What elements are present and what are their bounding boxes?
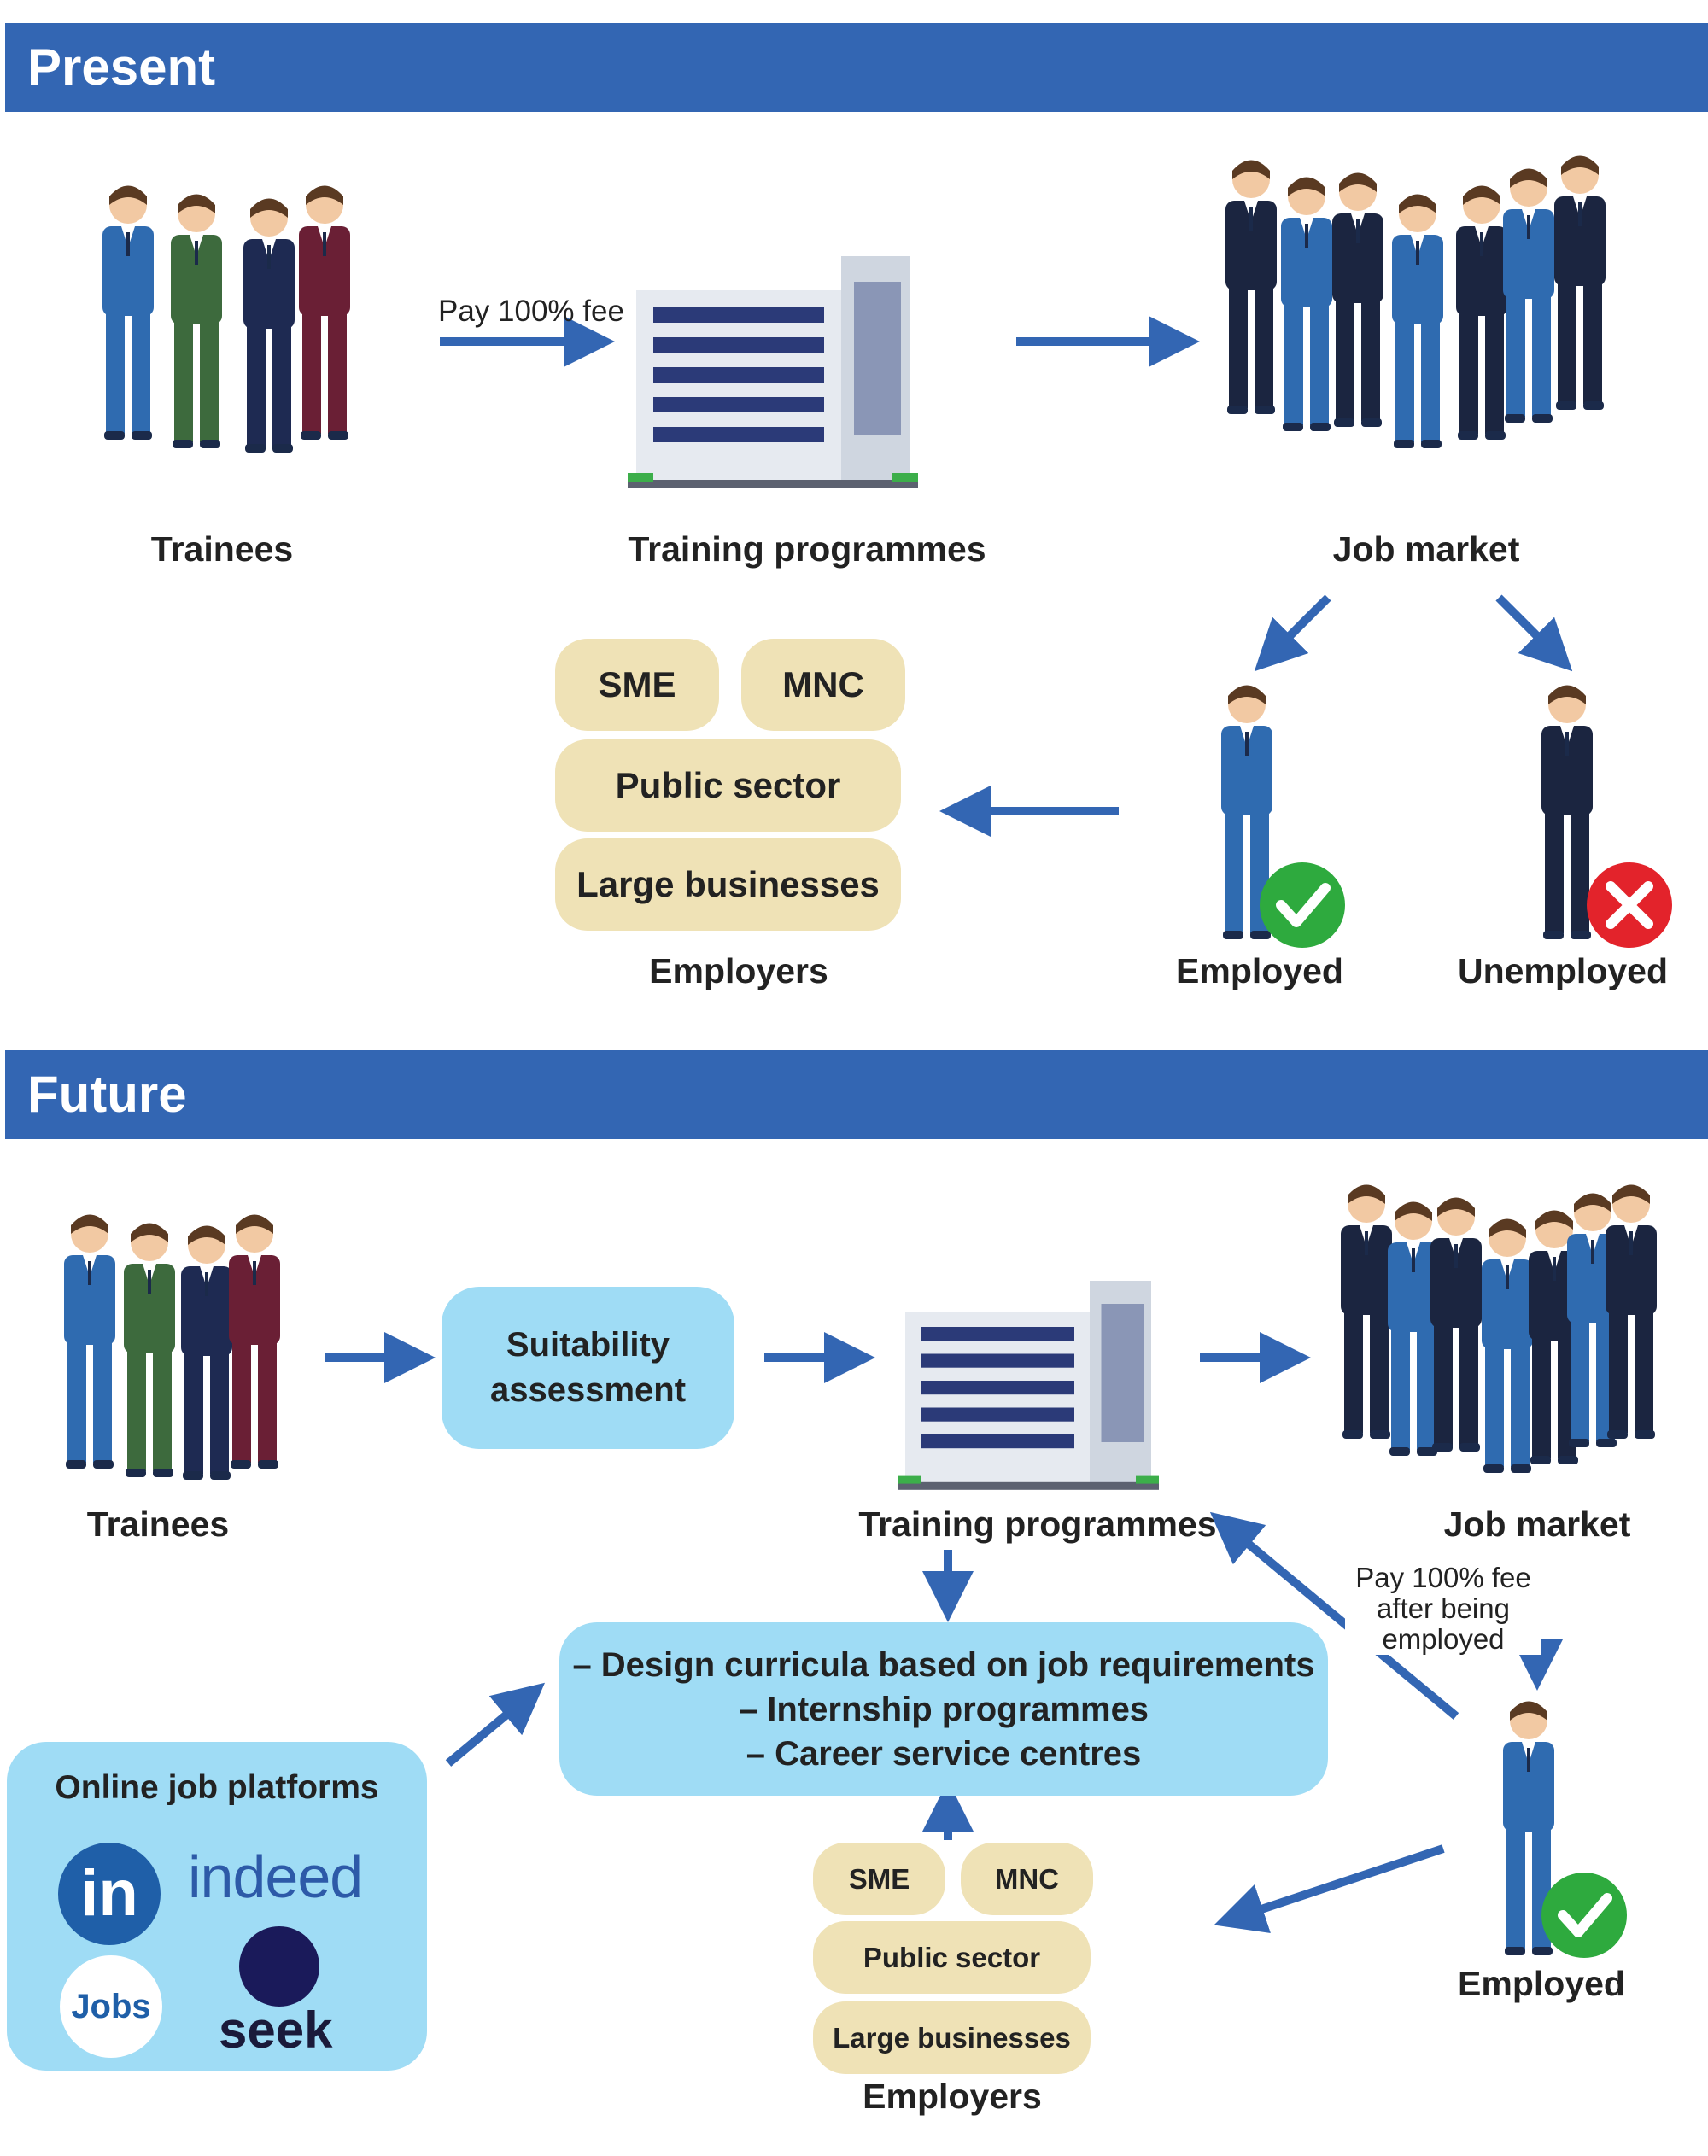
future-employers-label: Employers xyxy=(863,2077,1042,2116)
assessment-line-1: Suitability xyxy=(506,1326,670,1364)
present-job-market-illustration xyxy=(1225,155,1606,448)
future-training-label: Training programmes xyxy=(858,1505,1217,1544)
suitability-assessment-box: Suitability assessment xyxy=(442,1287,734,1449)
future-employer-sme: SME xyxy=(813,1843,945,1915)
future-fee-note: Pay 100% fee after being employed xyxy=(1345,1563,1541,1655)
present-employer-large: Large businesses xyxy=(555,838,901,931)
initiatives-box: – Design curricula based on job requirem… xyxy=(559,1622,1328,1796)
future-employed-illustration xyxy=(1503,1701,1627,1958)
present-unemployed-label: Unemployed xyxy=(1457,951,1669,990)
present-employer-sme: SME xyxy=(555,639,719,731)
future-employer-mnc: MNC xyxy=(961,1843,1093,1915)
assessment-line-2: assessment xyxy=(489,1371,687,1409)
initiative-internship: – Internship programmes xyxy=(738,1690,1149,1728)
platforms-title: Online job platforms xyxy=(55,1769,379,1806)
present-banner: Present xyxy=(5,23,1708,112)
seek-symbol-icon xyxy=(239,1926,319,2007)
future-employer-public: Public sector xyxy=(813,1921,1091,1994)
future-job-market-label: Job market xyxy=(1443,1505,1631,1544)
present-training-label: Training programmes xyxy=(628,529,986,569)
present-employers-label: Employers xyxy=(649,951,828,990)
online-platforms-box: Online job platforms in indeed Jobs seek xyxy=(7,1742,427,2071)
fee-note-line-3: employed xyxy=(1382,1623,1505,1655)
fee-note-line-2: after being xyxy=(1377,1592,1510,1624)
future-job-market-illustration xyxy=(1341,1184,1657,1473)
future-building-icon xyxy=(898,1281,1159,1490)
present-fee-label: Pay 100% fee xyxy=(438,295,624,328)
future-employer-large: Large businesses xyxy=(813,2001,1091,2074)
initiative-career-centres: – Career service centres xyxy=(746,1734,1142,1773)
present-employed-label: Employed xyxy=(1176,951,1343,990)
fee-note-line-1: Pay 100% fee xyxy=(1355,1562,1531,1593)
present-job-market-label: Job market xyxy=(1332,529,1520,569)
seek-logo-icon: seek xyxy=(219,2001,333,2059)
present-employer-mnc: MNC xyxy=(741,639,905,731)
future-employed-label: Employed xyxy=(1458,1964,1625,2003)
future-trainees-label: Trainees xyxy=(86,1505,230,1544)
present-building-icon xyxy=(628,256,918,488)
initiative-curricula: – Design curricula based on job requirem… xyxy=(572,1645,1315,1684)
future-trainees-illustration xyxy=(64,1214,280,1480)
present-unemployed-illustration xyxy=(1541,685,1672,948)
jobs-logo-icon: Jobs xyxy=(60,1955,162,2058)
indeed-logo-icon: indeed xyxy=(188,1843,363,1910)
present-employed-illustration xyxy=(1221,685,1345,948)
linkedin-logo-icon: in xyxy=(58,1843,161,1945)
present-trainees-illustration xyxy=(102,185,350,453)
future-banner: Future xyxy=(5,1050,1708,1139)
present-trainees-label: Trainees xyxy=(150,529,294,569)
present-employer-public: Public sector xyxy=(555,739,901,832)
